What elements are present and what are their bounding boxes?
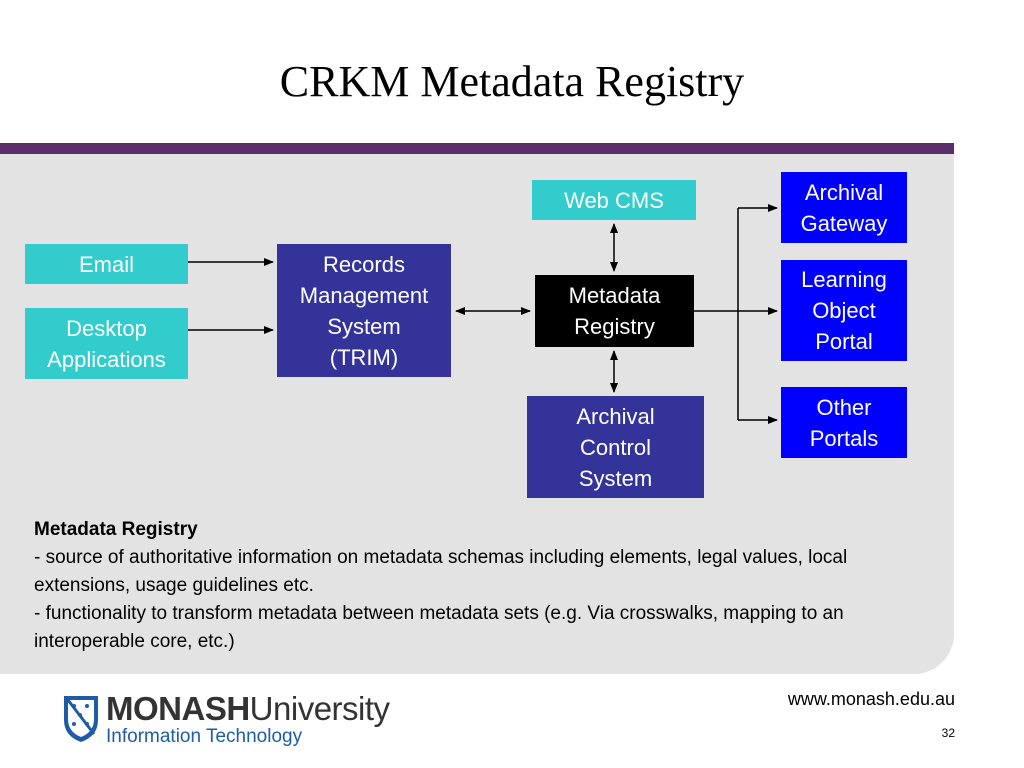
archival-gateway-line-1: Archival xyxy=(804,179,884,205)
archival-control-line-1: Archival xyxy=(576,403,655,429)
description-block: Metadata Registry - source of authoritat… xyxy=(34,516,914,656)
footer-url[interactable]: www.monash.edu.au xyxy=(787,689,955,709)
logo-wordmark: MONASHUniversity xyxy=(106,690,390,728)
records-label-line-3: System xyxy=(327,313,401,339)
web-cms-label: Web CMS xyxy=(564,187,664,213)
web-cms-box: Web CMS xyxy=(532,180,696,220)
learning-object-portal-box: Learning Object Portal xyxy=(781,260,907,361)
metadata-registry-box: Metadata Registry xyxy=(535,275,694,347)
page-number: 32 xyxy=(941,726,955,740)
metadata-registry-line-2: Registry xyxy=(574,314,655,339)
desktop-applications-box: Desktop Applications xyxy=(25,308,188,379)
slide-title: CRKM Metadata Registry xyxy=(279,57,745,106)
learning-object-line-3: Portal xyxy=(815,329,873,354)
email-label: Email xyxy=(78,251,134,277)
learning-object-line-1: Learning xyxy=(801,267,887,292)
header-divider-bar xyxy=(0,143,954,154)
archival-control-line-2: Control xyxy=(580,434,651,460)
records-label-line-4: (TRIM) xyxy=(329,344,399,370)
metadata-registry-line-1: Metadata xyxy=(568,283,661,308)
description-line-1: - source of authoritative information on… xyxy=(34,547,848,596)
description-heading: Metadata Registry xyxy=(34,519,198,540)
desktop-label-line-1: Desktop xyxy=(66,315,147,341)
desktop-label-line-2: Applications xyxy=(47,346,166,372)
logo-subtitle: Information Technology xyxy=(106,726,303,747)
records-management-box: Records Management System (TRIM) xyxy=(277,244,451,377)
other-portals-line-2: Portals xyxy=(809,425,879,451)
logo-brand-light: University xyxy=(249,690,390,727)
logo-brand-bold: MONASH xyxy=(106,690,250,727)
other-portals-line-1: Other xyxy=(816,394,872,420)
description-line-2: - functionality to transform metadata be… xyxy=(34,603,844,652)
records-label-line-1: Records xyxy=(323,251,405,277)
archival-gateway-box: Archival Gateway xyxy=(781,172,907,243)
other-portals-box: Other Portals xyxy=(781,387,907,458)
learning-object-line-2: Object xyxy=(812,298,876,323)
archival-control-line-3: System xyxy=(578,465,653,491)
crest-icon xyxy=(64,696,98,742)
monash-logo: MONASHUniversity Information Technology xyxy=(62,690,422,752)
email-box: Email xyxy=(25,244,188,284)
records-label-line-2: Management xyxy=(299,282,429,308)
archival-gateway-line-2: Gateway xyxy=(800,210,888,236)
archival-control-box: Archival Control System xyxy=(527,396,704,498)
